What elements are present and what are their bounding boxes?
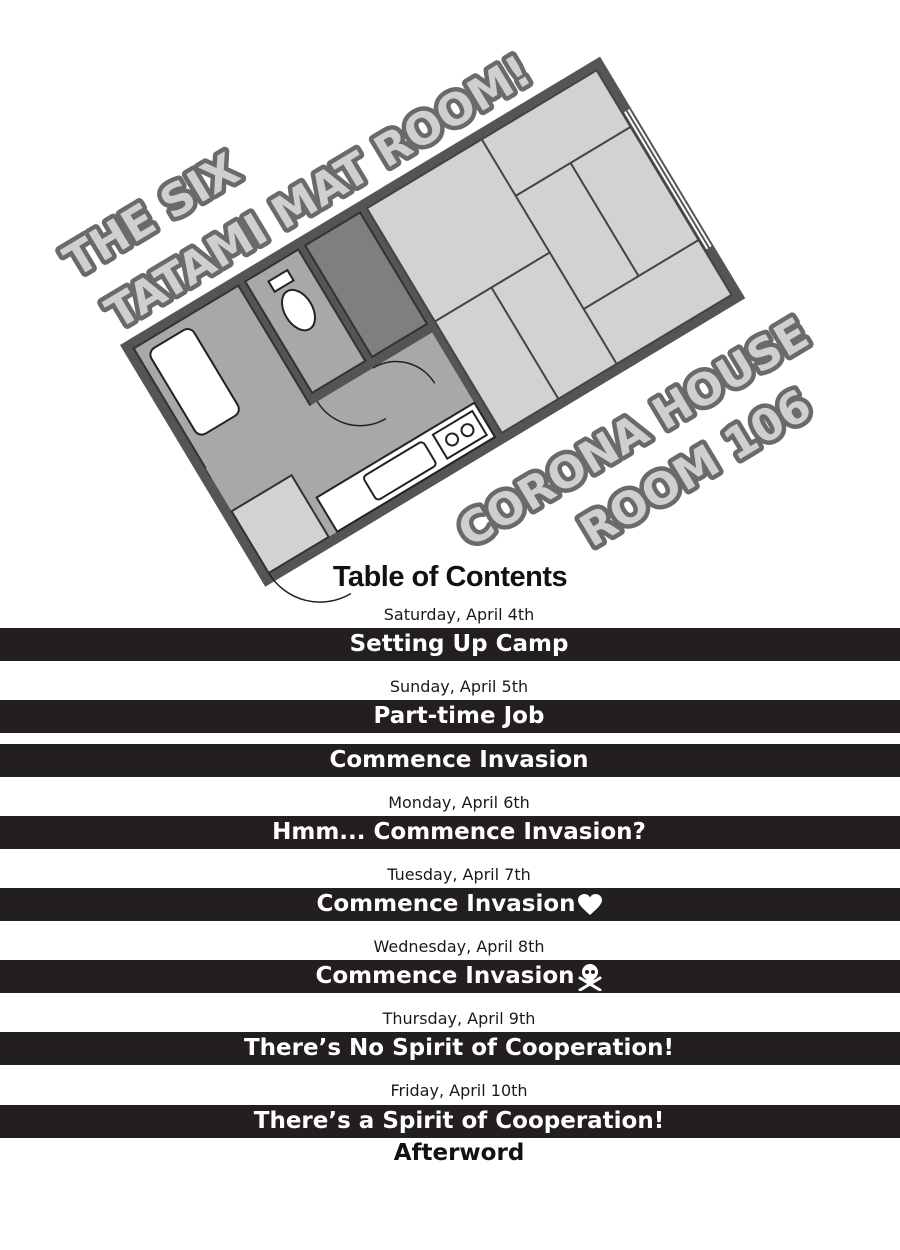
chapter-title: Commence Invasion — [329, 747, 589, 773]
toc-date-sunday: Sunday, April 5th — [389, 677, 529, 696]
chapter-title-row: Commence Invasion — [0, 888, 900, 921]
stove-icon — [431, 409, 489, 461]
toc-date-tuesday: Tuesday, April 7th — [387, 865, 531, 884]
chapter-title: Part-time Job — [373, 703, 545, 729]
toc-chapter-bar[interactable]: Commence Invasion — [0, 960, 900, 993]
toilet-icon — [281, 288, 317, 332]
chapter-title: There’s a Spirit of Cooperation! — [253, 1108, 665, 1134]
toc-chapter-bar[interactable]: There’s No Spirit of Cooperation! — [0, 1032, 900, 1065]
toc-chapter-bar[interactable]: Commence Invasion — [0, 888, 900, 921]
chapter-title: Commence Invasion — [315, 963, 575, 989]
heart-icon — [577, 893, 602, 915]
toc-chapter-bar[interactable]: Commence Invasion — [0, 744, 900, 777]
toc-date-friday: Friday, April 10th — [390, 1081, 528, 1100]
toc-afterword[interactable]: Afterword — [393, 1140, 525, 1166]
toc-date-wednesday: Wednesday, April 8th — [373, 937, 545, 956]
sink-icon — [363, 441, 437, 501]
toc-chapter-bar[interactable]: Hmm... Commence Invasion? — [0, 816, 900, 849]
floor-plan-illustration: THE SIX TATAMI MAT ROOM! — [51, 41, 825, 603]
room-plan — [120, 56, 746, 603]
door-arcs — [268, 360, 436, 603]
chapter-title: There’s No Spirit of Cooperation! — [243, 1035, 674, 1061]
toc-heading: Table of Contents — [332, 561, 568, 593]
closet — [303, 211, 429, 359]
tatami-mat-lines — [365, 68, 733, 435]
chapter-title: Hmm... Commence Invasion? — [272, 819, 646, 845]
window-lines — [624, 109, 712, 250]
bathtub-icon — [149, 328, 240, 436]
entry-area — [230, 473, 331, 575]
toc-date-thursday: Thursday, April 9th — [382, 1009, 536, 1028]
skull-crossbones-icon — [578, 963, 602, 991]
toc-chapter-bar[interactable]: There’s a Spirit of Cooperation! — [0, 1105, 900, 1138]
toc-date-monday: Monday, April 6th — [388, 793, 530, 812]
chapter-title: Commence Invasion — [316, 891, 576, 917]
chapter-title: Setting Up Camp — [349, 631, 569, 657]
toc-chapter-bar[interactable]: Part-time Job — [0, 700, 900, 733]
toc-date-saturday: Saturday, April 4th — [383, 605, 535, 624]
chapter-title-row: Commence Invasion — [0, 960, 900, 993]
toc-chapter-bar[interactable]: Setting Up Camp — [0, 628, 900, 661]
